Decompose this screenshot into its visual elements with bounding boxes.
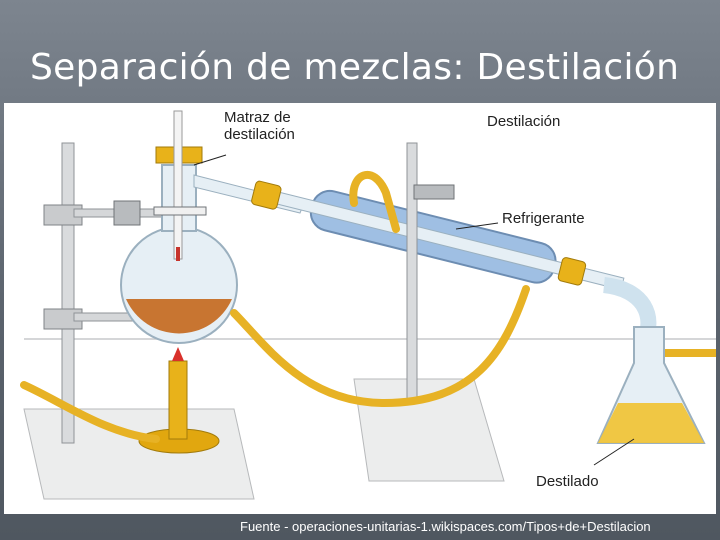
middle-clamp	[413, 184, 455, 200]
distillation-apparatus-illustration	[20, 110, 716, 500]
label-condenser: Refrigerante	[502, 210, 585, 227]
middle-stand-rod	[406, 142, 418, 404]
neck-clamp	[153, 206, 207, 216]
left-clamp-head	[113, 200, 141, 226]
distillate-leader-line	[593, 438, 635, 466]
label-flask: Matraz de destilación	[224, 109, 295, 143]
label-process: Destilación	[487, 113, 561, 130]
thermometer-bulb	[176, 247, 180, 261]
distillation-figure: Matraz de destilación Destilación Refrig…	[4, 103, 716, 514]
source-footer: Fuente - operaciones-unitarias-1.wikispa…	[240, 519, 651, 534]
thermometer	[173, 110, 183, 260]
gas-hose	[20, 381, 160, 443]
flask-leader-line	[193, 154, 227, 166]
condenser-leader-line	[455, 222, 499, 230]
label-distillate: Destilado	[536, 473, 599, 490]
left-stand-rod	[61, 142, 75, 444]
water-outlet-hose	[349, 170, 400, 233]
slide-title: Separación de mezclas: Destilación	[30, 47, 680, 88]
distillate-liquid	[598, 403, 704, 443]
left-stand-base	[23, 408, 255, 500]
burner-tube	[168, 360, 188, 440]
condenser	[251, 180, 625, 291]
water-inlet-hose	[230, 285, 530, 408]
burner-flame	[172, 347, 184, 361]
flask-liquid	[126, 299, 232, 334]
